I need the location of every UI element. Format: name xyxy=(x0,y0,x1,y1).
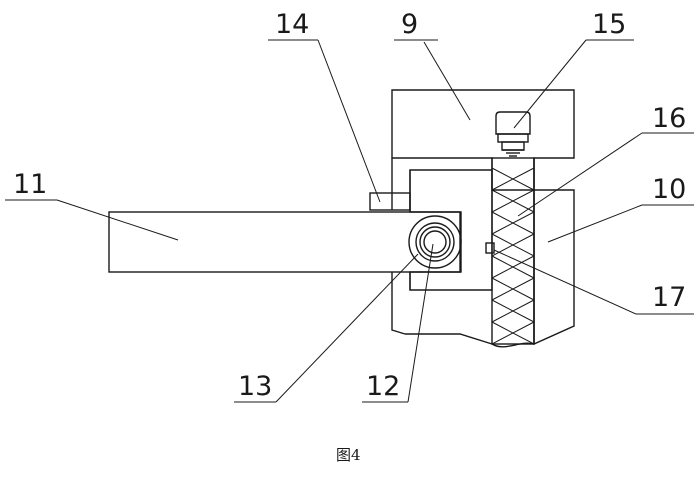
label-15: 15 xyxy=(592,9,626,40)
arm-11 xyxy=(108,211,462,273)
stop-block-14 xyxy=(369,192,411,211)
pin-assembly xyxy=(408,215,462,269)
label-13: 13 xyxy=(238,371,272,402)
label-10: 10 xyxy=(652,174,686,205)
label-12: 12 xyxy=(366,371,400,402)
label-9: 9 xyxy=(401,9,418,40)
screw-16 xyxy=(491,157,535,345)
left-wall xyxy=(391,158,535,348)
nut-17 xyxy=(485,242,495,254)
housing-block-9 xyxy=(391,89,575,191)
figure-caption: 图4 xyxy=(336,446,361,464)
right-wall xyxy=(533,158,575,346)
label-14: 14 xyxy=(275,9,309,40)
leader-lines xyxy=(5,39,694,403)
label-17: 17 xyxy=(652,282,686,313)
motor-15 xyxy=(495,111,531,157)
label-16: 16 xyxy=(652,103,686,134)
label-11: 11 xyxy=(13,169,47,200)
